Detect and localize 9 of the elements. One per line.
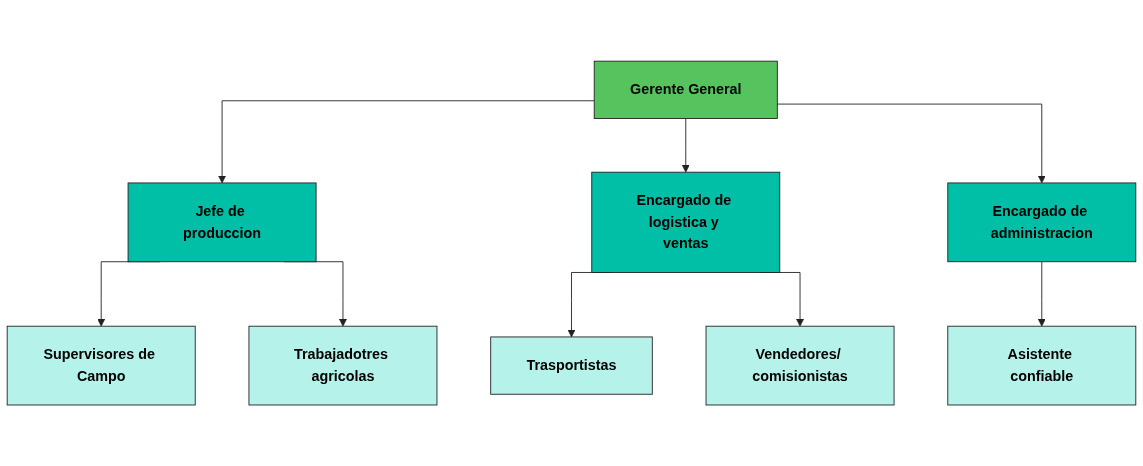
node-box: Trasportistas	[490, 336, 653, 395]
node-box: Vendedores/ comisionistas	[705, 325, 895, 406]
node-box: Encargado de logistica y ventas	[591, 171, 781, 273]
node-box: Gerente General	[593, 60, 778, 119]
node-box: Trabajadotres agricolas	[248, 325, 438, 406]
node-box: Supervisores de Campo	[6, 325, 196, 406]
node-box: Asistente confiable	[947, 325, 1137, 406]
node-box: Jefe de produccion	[127, 182, 317, 263]
node-box: Encargado de administracion	[947, 182, 1137, 263]
